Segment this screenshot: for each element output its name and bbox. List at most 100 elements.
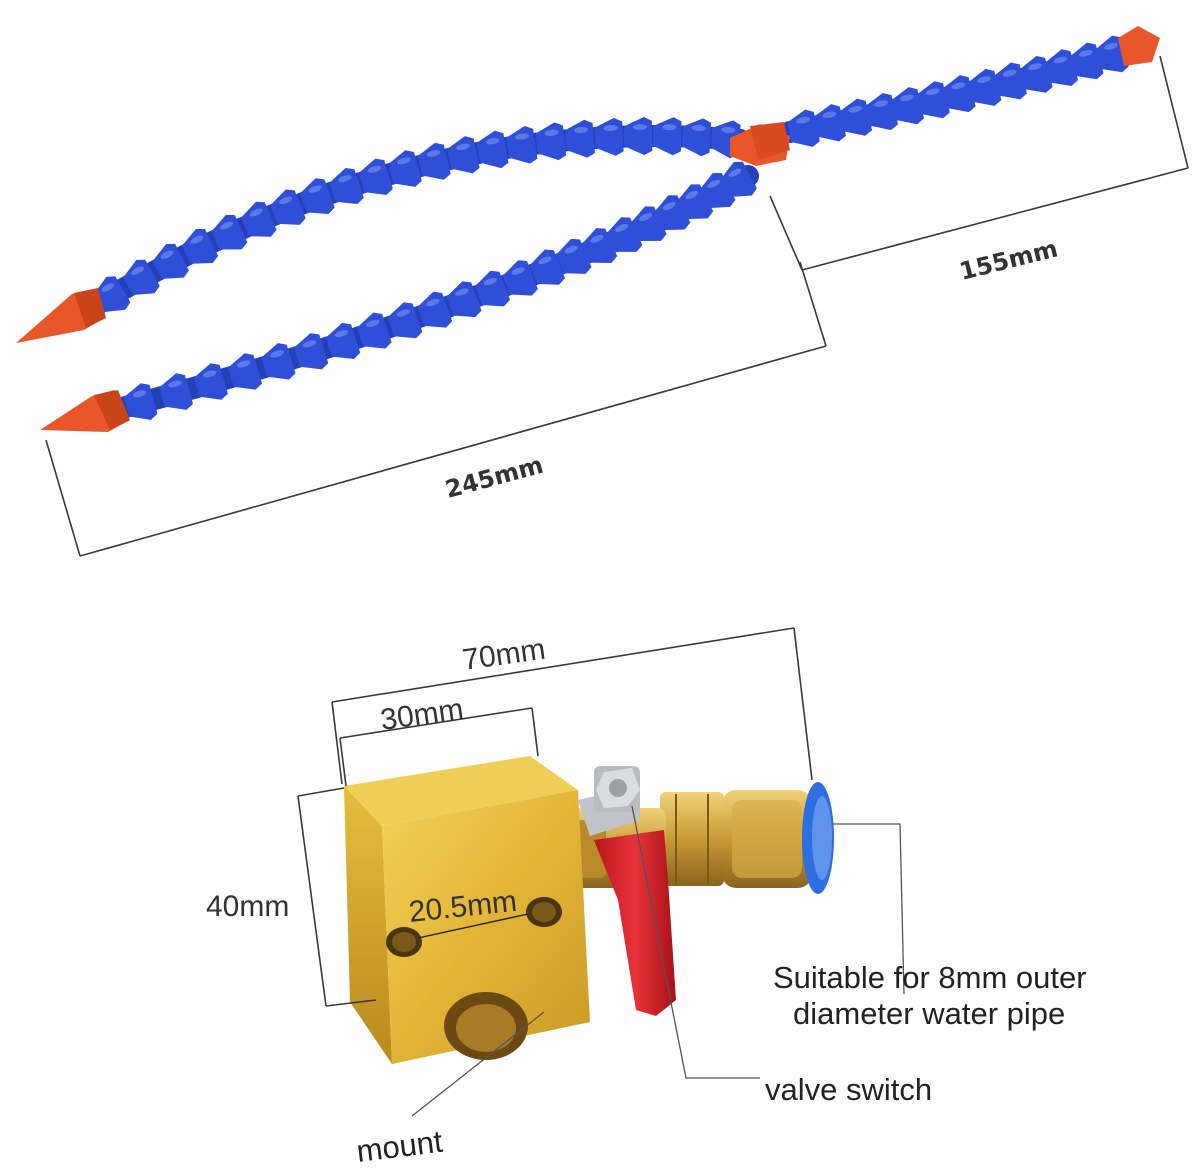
- hose-segment: [299, 178, 335, 215]
- hose-segment: [476, 130, 509, 169]
- valve-switch: [578, 766, 676, 1016]
- hose-segment: [194, 363, 228, 400]
- hose-segment-highlight: [544, 129, 559, 136]
- hose-segment: [720, 161, 757, 198]
- hose-segment: [159, 373, 194, 410]
- hose-segment: [123, 259, 160, 296]
- hose-segment: [787, 109, 820, 147]
- dim-245mm-label: 245mm: [442, 451, 546, 504]
- hose-segment-highlight: [538, 256, 552, 265]
- hose-segment-highlight: [367, 165, 382, 173]
- hose-segment: [699, 173, 736, 209]
- hose-segment-highlight: [101, 283, 115, 292]
- hose-segment-highlight: [511, 267, 525, 275]
- nozzle-right: [1118, 26, 1160, 66]
- hose-segment-highlight: [1028, 63, 1042, 71]
- hose-segment-highlight: [279, 196, 293, 205]
- dim-155mm-label: 155mm: [957, 234, 1061, 285]
- hose-segment-highlight: [639, 213, 653, 222]
- hose-segment: [653, 117, 682, 156]
- hose-segment: [623, 117, 653, 156]
- hose-segment-highlight: [632, 124, 647, 131]
- hose-segment: [993, 62, 1027, 100]
- hose-segment-highlight: [603, 125, 618, 132]
- hose-segment-highlight: [338, 175, 352, 183]
- hose-segment-highlight: [951, 82, 966, 90]
- hose-segment: [357, 312, 392, 349]
- hose-segment: [240, 201, 277, 237]
- hose-segment-highlight: [270, 350, 284, 358]
- hose-segment-highlight: [426, 150, 441, 157]
- hose-segment-highlight: [1053, 56, 1068, 64]
- hose-segment-highlight: [685, 190, 699, 200]
- hose-segment-highlight: [302, 340, 317, 348]
- coolant-hoses: 245mm 155mm: [16, 26, 1189, 557]
- hose-segment: [329, 167, 364, 205]
- hose-segment-highlight: [564, 245, 578, 254]
- hose-segment: [294, 333, 329, 370]
- hose-segment-highlight: [397, 157, 411, 165]
- hose-segment: [813, 104, 846, 142]
- hose-segment: [123, 383, 158, 420]
- hose-segment-highlight: [662, 124, 677, 131]
- hose-segment: [681, 118, 712, 157]
- hose-segment-highlight: [456, 143, 470, 151]
- hose-segment-highlight: [190, 235, 204, 244]
- hose-segment-highlight: [707, 179, 721, 189]
- hose-segment-highlight: [132, 390, 147, 398]
- hose-segment-highlight: [168, 380, 182, 388]
- hose-segment-highlight: [900, 94, 914, 102]
- hose-segment: [502, 260, 538, 296]
- pipe-callout-line1: Suitable for 8mm outer: [773, 960, 1087, 995]
- hose-segment-highlight: [483, 277, 497, 286]
- hose-segment: [891, 87, 924, 125]
- hose-segment-highlight: [1002, 69, 1017, 77]
- upper-hose: [85, 117, 751, 316]
- hose-segment-highlight: [728, 168, 742, 177]
- hose-segment-highlight: [615, 224, 629, 232]
- hose-segment-highlight: [574, 126, 589, 134]
- hose-segment: [182, 228, 219, 264]
- short-hose: [779, 35, 1135, 147]
- hose-segment: [152, 243, 189, 279]
- hose-segment-highlight: [455, 288, 469, 296]
- hose-segment: [387, 302, 423, 339]
- splitter-junction: [730, 122, 790, 166]
- hose-segment-highlight: [925, 88, 940, 96]
- hose-segment-highlight: [219, 221, 233, 230]
- callout-pipe: Suitable for 8mm outer diameter water pi…: [773, 823, 1087, 1031]
- hose-segment: [417, 142, 451, 180]
- hose-segment-highlight: [426, 298, 440, 307]
- hose-segment-highlight: [874, 100, 888, 107]
- nozzle-upper-left: [16, 288, 106, 343]
- hose-segment-highlight: [796, 116, 811, 124]
- hose-segment-highlight: [365, 319, 380, 327]
- hose-segment-highlight: [160, 250, 174, 259]
- hose-segment-highlight: [485, 138, 500, 145]
- callout-valve: valve switch: [631, 805, 932, 1107]
- hose-segment: [1019, 56, 1053, 93]
- hose-segment-highlight: [515, 133, 530, 140]
- hose-segment-highlight: [202, 370, 217, 378]
- hose-segment: [447, 136, 480, 174]
- hose-segment-highlight: [249, 208, 263, 217]
- hose-segment-highlight: [396, 309, 410, 317]
- hose-segment: [211, 214, 248, 250]
- hose-segment: [417, 291, 453, 328]
- hose-segment-highlight: [691, 125, 706, 132]
- hose-segment: [968, 68, 1002, 106]
- hose-segment: [942, 75, 976, 113]
- dim-40mm-label: 40mm: [206, 890, 289, 923]
- hose-segment: [388, 150, 422, 187]
- hex-nut-right: [660, 792, 724, 886]
- hose-segment: [865, 92, 899, 131]
- hose-segment: [358, 158, 393, 195]
- hose-segment: [506, 126, 538, 164]
- lower-hose: [111, 161, 759, 420]
- hose-segment-highlight: [1104, 42, 1118, 50]
- hose-segment: [916, 81, 950, 119]
- hose-segment: [270, 189, 306, 225]
- hose-segment: [1044, 49, 1079, 87]
- hose-segment: [261, 343, 296, 380]
